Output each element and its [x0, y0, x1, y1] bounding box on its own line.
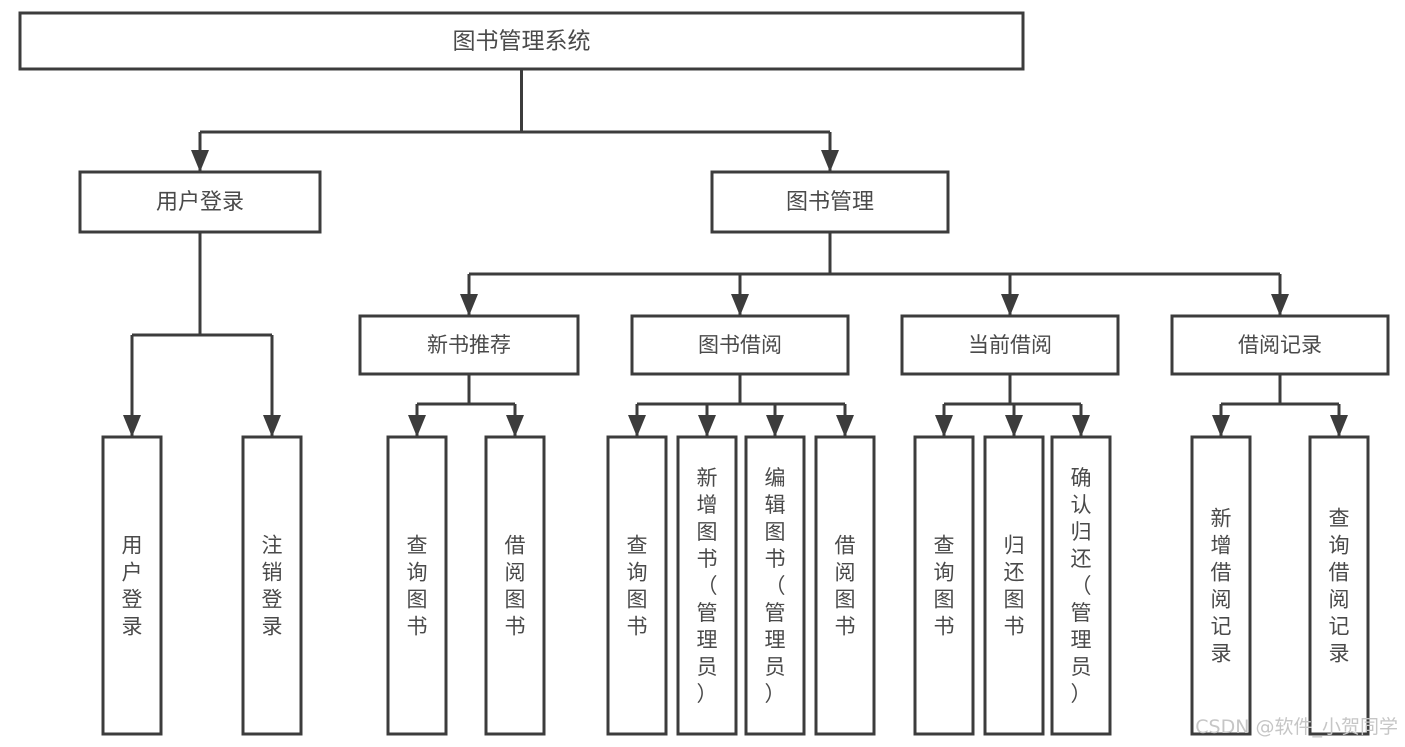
node-box-leaf-return-book — [983, 435, 1045, 736]
node-label-new-book-recommend: 新书推荐 — [427, 333, 511, 357]
node-leaf-borrow-book-1[interactable]: 借阅图书 — [484, 435, 546, 736]
arrow-into-leaf-return-book — [1005, 415, 1023, 437]
node-leaf-add-book-admin[interactable]: 新增图书（管理员） — [676, 435, 738, 736]
node-leaf-add-borrow-record[interactable]: 新增借阅记录 — [1190, 435, 1252, 736]
node-leaf-query-book-3[interactable]: 查询图书 — [913, 435, 975, 736]
node-label-leaf-add-book-admin: 新增图书（管理员） — [697, 466, 718, 706]
node-book-management[interactable]: 图书管理 — [710, 170, 950, 234]
arrow-into-book-borrow — [731, 294, 749, 316]
arrow-into-leaf-query-borrow-record — [1330, 415, 1348, 437]
node-box-leaf-query-book-3 — [913, 435, 975, 736]
node-leaf-user-login[interactable]: 用户登录 — [101, 435, 163, 736]
node-label-leaf-borrow-book-2: 借阅图书 — [835, 534, 856, 639]
arrow-into-new-book-recommend — [460, 294, 478, 316]
arrow-into-leaf-query-book-2 — [628, 415, 646, 437]
node-box-leaf-borrow-book-1 — [484, 435, 546, 736]
node-label-leaf-edit-book-admin: 编辑图书（管理员） — [765, 466, 786, 706]
node-label-book-borrow: 图书借阅 — [698, 333, 782, 357]
node-box-root — [18, 11, 1025, 71]
node-label-user-login: 用户登录 — [156, 190, 244, 215]
node-leaf-edit-book-admin[interactable]: 编辑图书（管理员） — [744, 435, 806, 736]
arrow-into-leaf-add-borrow-record — [1212, 415, 1230, 437]
node-new-book-recommend[interactable]: 新书推荐 — [358, 314, 580, 376]
node-label-leaf-query-book-2: 查询图书 — [627, 534, 648, 639]
node-label-leaf-return-book: 归还图书 — [1004, 534, 1025, 639]
node-box-leaf-edit-book-admin — [744, 435, 806, 736]
node-box-leaf-add-book-admin — [676, 435, 738, 736]
node-leaf-borrow-book-2[interactable]: 借阅图书 — [814, 435, 876, 736]
node-box-user-login — [78, 170, 322, 234]
node-label-root: 图书管理系统 — [453, 29, 591, 55]
arrow-into-leaf-logout-login — [263, 415, 281, 437]
arrow-into-leaf-add-book-admin — [698, 415, 716, 437]
arrow-into-borrow-record — [1271, 294, 1289, 316]
arrow-into-user-login — [191, 150, 209, 172]
node-box-leaf-query-borrow-record — [1308, 435, 1370, 736]
node-book-borrow[interactable]: 图书借阅 — [630, 314, 850, 376]
arrow-into-leaf-borrow-book-2 — [836, 415, 854, 437]
node-label-leaf-query-book-3: 查询图书 — [934, 534, 955, 639]
node-leaf-query-book-2[interactable]: 查询图书 — [606, 435, 668, 736]
node-label-leaf-query-borrow-record: 查询借阅记录 — [1329, 507, 1350, 666]
node-leaf-query-borrow-record[interactable]: 查询借阅记录 — [1308, 435, 1370, 736]
node-user-login[interactable]: 用户登录 — [78, 170, 322, 234]
node-label-leaf-logout-login: 注销登录 — [262, 534, 283, 639]
arrow-into-book-management — [821, 150, 839, 172]
node-label-leaf-add-borrow-record: 新增借阅记录 — [1211, 507, 1232, 666]
node-box-borrow-record — [1170, 314, 1390, 376]
node-label-leaf-query-book-1: 查询图书 — [407, 534, 428, 639]
node-label-leaf-user-login: 用户登录 — [122, 534, 143, 639]
node-box-new-book-recommend — [358, 314, 580, 376]
arrow-into-leaf-edit-book-admin — [766, 415, 784, 437]
node-leaf-confirm-return-admin[interactable]: 确认归还（管理员） — [1050, 435, 1112, 736]
arrow-into-leaf-borrow-book-1 — [506, 415, 524, 437]
node-label-leaf-borrow-book-1: 借阅图书 — [505, 534, 526, 639]
node-box-current-borrow — [900, 314, 1120, 376]
node-label-book-management: 图书管理 — [786, 190, 874, 215]
connectors-layer — [123, 69, 1348, 437]
node-label-borrow-record: 借阅记录 — [1238, 333, 1322, 357]
node-box-leaf-user-login — [101, 435, 163, 736]
node-box-book-borrow — [630, 314, 850, 376]
node-leaf-query-book-1[interactable]: 查询图书 — [386, 435, 448, 736]
arrow-into-current-borrow — [1001, 294, 1019, 316]
nodes-layer: 图书管理系统用户登录图书管理新书推荐图书借阅当前借阅借阅记录用户登录注销登录查询… — [18, 11, 1390, 736]
node-box-leaf-logout-login — [241, 435, 303, 736]
node-current-borrow[interactable]: 当前借阅 — [900, 314, 1120, 376]
arrow-into-leaf-confirm-return-admin — [1072, 415, 1090, 437]
csdn-watermark: CSDN @软件_小贺同学 — [1195, 716, 1398, 738]
arrow-into-leaf-query-book-1 — [408, 415, 426, 437]
node-borrow-record[interactable]: 借阅记录 — [1170, 314, 1390, 376]
node-box-book-management — [710, 170, 950, 234]
node-box-leaf-borrow-book-2 — [814, 435, 876, 736]
node-box-leaf-query-book-2 — [606, 435, 668, 736]
node-root[interactable]: 图书管理系统 — [18, 11, 1025, 71]
node-box-leaf-add-borrow-record — [1190, 435, 1252, 736]
node-box-leaf-query-book-1 — [386, 435, 448, 736]
node-leaf-logout-login[interactable]: 注销登录 — [241, 435, 303, 736]
node-box-leaf-confirm-return-admin — [1050, 435, 1112, 736]
arrow-into-leaf-user-login — [123, 415, 141, 437]
arrow-into-leaf-query-book-3 — [935, 415, 953, 437]
node-label-current-borrow: 当前借阅 — [968, 333, 1052, 357]
node-label-leaf-confirm-return-admin: 确认归还（管理员） — [1071, 466, 1092, 706]
node-leaf-return-book[interactable]: 归还图书 — [983, 435, 1045, 736]
